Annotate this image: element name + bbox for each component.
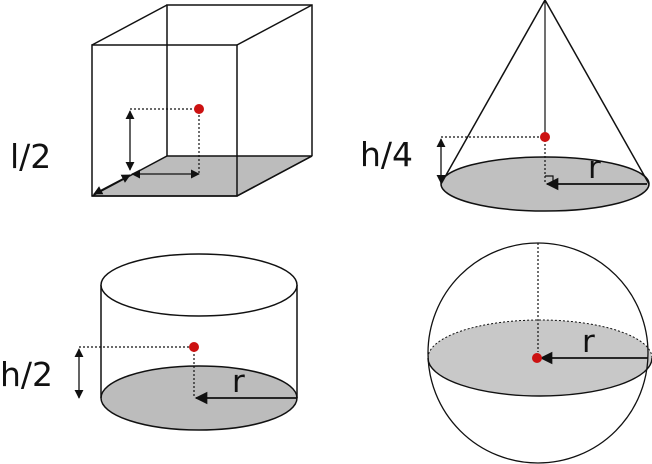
- sphere-radius-label: r: [582, 324, 595, 360]
- cone-figure: h/4 r: [360, 0, 650, 212]
- cylinder-top: [100, 253, 298, 317]
- cube-top-right-edge: [236, 4, 313, 46]
- cube-label: l/2: [10, 137, 51, 176]
- cube-top-left-edge: [91, 4, 168, 46]
- sphere-equator-back: [427, 319, 652, 359]
- cube-figure: l/2: [10, 4, 313, 197]
- sphere-figure: r: [427, 242, 652, 464]
- cone-height-label: h/4: [360, 135, 413, 174]
- cube-bottom-right-edge: [236, 155, 313, 197]
- cylinder-height-label: h/2: [0, 355, 53, 394]
- cube-front-face: [91, 44, 238, 197]
- cylinder-centroid-dot: [189, 342, 199, 352]
- cube-base-face: [91, 155, 313, 197]
- cone-radius-label: r: [588, 150, 601, 186]
- cylinder-radius-label: r: [232, 364, 245, 400]
- cone-centroid-dot: [540, 132, 550, 142]
- cube-back-edges: [166, 4, 313, 156]
- cube-centroid-dot: [194, 104, 204, 114]
- cube-depth-arrow: [93, 174, 131, 195]
- sphere-centroid-dot: [532, 353, 542, 363]
- cone-right-side: [544, 0, 650, 185]
- cylinder-figure: h/2 r: [0, 253, 298, 431]
- sphere-equator-front: [427, 357, 652, 397]
- cone-left-side: [440, 0, 546, 185]
